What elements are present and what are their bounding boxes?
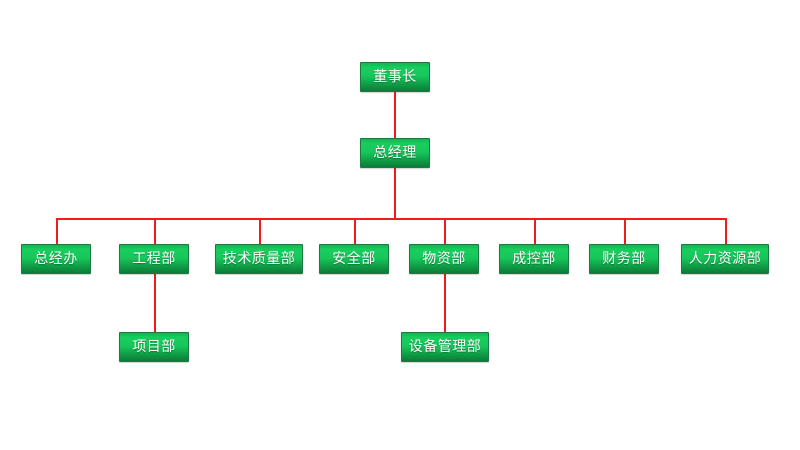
connector-bus-to-cost-control-dept [534, 218, 536, 244]
node-label-finance-dept: 财务部 [602, 251, 646, 267]
connector-bus-to-safety-dept [354, 218, 356, 244]
node-label-general-manager: 总经理 [373, 145, 417, 161]
connector-department-bus [56, 218, 726, 220]
node-label-equipment-mgmt-dept: 设备管理部 [408, 339, 482, 355]
node-label-project-dept: 项目部 [132, 339, 176, 355]
node-engineering-dept[interactable]: 工程部 [119, 244, 189, 274]
node-label-chairman: 董事长 [373, 69, 417, 85]
connector-bus-to-finance-dept [624, 218, 626, 244]
connector-chairman-to-gm [394, 92, 396, 138]
node-hr-dept[interactable]: 人力资源部 [681, 244, 769, 274]
node-label-hr-dept: 人力资源部 [688, 251, 762, 267]
node-label-gm-office: 总经办 [34, 251, 78, 267]
connector-bus-to-engineering-dept [154, 218, 156, 244]
node-label-engineering-dept: 工程部 [132, 251, 176, 267]
node-tech-quality-dept[interactable]: 技术质量部 [215, 244, 303, 274]
connector-engineering-to-project-dept [154, 274, 156, 332]
node-label-cost-control-dept: 成控部 [512, 251, 556, 267]
connector-bus-to-hr-dept [725, 218, 727, 244]
node-chairman[interactable]: 董事长 [360, 62, 430, 92]
connector-materials-to-equipment-dept [444, 274, 446, 332]
node-equipment-mgmt-dept[interactable]: 设备管理部 [401, 332, 489, 362]
node-materials-dept[interactable]: 物资部 [409, 244, 479, 274]
node-label-materials-dept: 物资部 [422, 251, 466, 267]
node-project-dept[interactable]: 项目部 [119, 332, 189, 362]
connector-gm-to-bus [394, 168, 396, 218]
node-gm-office[interactable]: 总经办 [21, 244, 91, 274]
node-finance-dept[interactable]: 财务部 [589, 244, 659, 274]
node-general-manager[interactable]: 总经理 [360, 138, 430, 168]
node-safety-dept[interactable]: 安全部 [319, 244, 389, 274]
node-label-tech-quality-dept: 技术质量部 [222, 251, 296, 267]
connector-bus-to-tech-quality-dept [259, 218, 261, 244]
node-label-safety-dept: 安全部 [332, 251, 376, 267]
connector-bus-to-materials-dept [444, 218, 446, 244]
node-cost-control-dept[interactable]: 成控部 [499, 244, 569, 274]
connector-bus-to-gm-office [56, 218, 58, 244]
